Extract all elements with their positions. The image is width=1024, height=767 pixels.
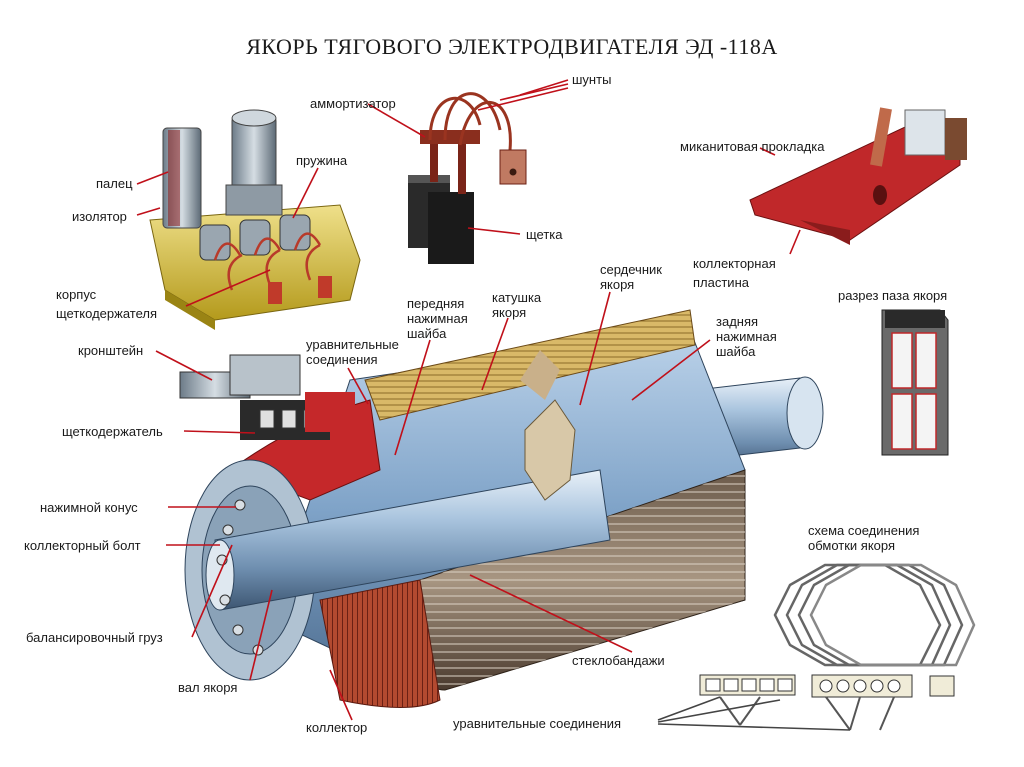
label-brush-holder-body: корпус щеткодержателя [56, 287, 157, 321]
label-micanite-pad: миканитовая прокладка [680, 139, 825, 154]
winding-scheme [773, 563, 976, 667]
label-equalizer-bottom: уравнительные соединения [453, 716, 622, 731]
label-slot-section: разрез паза якоря [838, 288, 948, 303]
label-rear-washer: задняя нажимная шайба [716, 314, 777, 359]
label-insulator: изолятор [72, 209, 127, 224]
label-brush: щетка [526, 227, 563, 242]
label-equalizer-top: уравнительные соединения [306, 337, 399, 367]
label-balance-weight: балансировочный груз [26, 630, 163, 645]
commutator-bar [749, 107, 967, 245]
label-bracket: кронштейн [78, 343, 144, 358]
label-finger: палец [96, 176, 133, 191]
brush-holder-assembly [149, 109, 361, 330]
page-title: ЯКОРЬ ТЯГОВОГО ЭЛЕКТРОДВИГАТЕЛЯ ЭД -118А [246, 34, 778, 59]
label-commutator: коллектор [306, 720, 368, 735]
equalizer-strips [699, 674, 955, 731]
label-pressure-cone: нажимной конус [40, 500, 138, 515]
label-armature-coil: катушка якоря [492, 290, 542, 320]
label-glass-bands: стеклобандажи [572, 653, 665, 668]
label-commutator-bolt: коллекторный болт [24, 538, 141, 553]
label-shunts: шунты [572, 72, 612, 87]
label-winding-scheme: схема соединения обмотки якоря [808, 523, 920, 553]
label-spring: пружина [296, 153, 348, 168]
equalizer-leaders [657, 696, 851, 731]
leader-lines [136, 79, 801, 721]
label-commutator-plate: коллекторная пластина [693, 256, 776, 290]
label-shock-absorber: аммортизатор [310, 96, 396, 111]
label-armature-shaft: вал якоря [178, 680, 238, 695]
label-brush-holder: щеткодержатель [62, 424, 163, 439]
label-armature-core: сердечник якоря [600, 262, 662, 292]
brush-with-shunts [408, 92, 527, 264]
slot-cross-section [881, 309, 949, 456]
label-front-washer: передняя нажимная шайба [407, 296, 468, 341]
armature-main [179, 309, 824, 708]
